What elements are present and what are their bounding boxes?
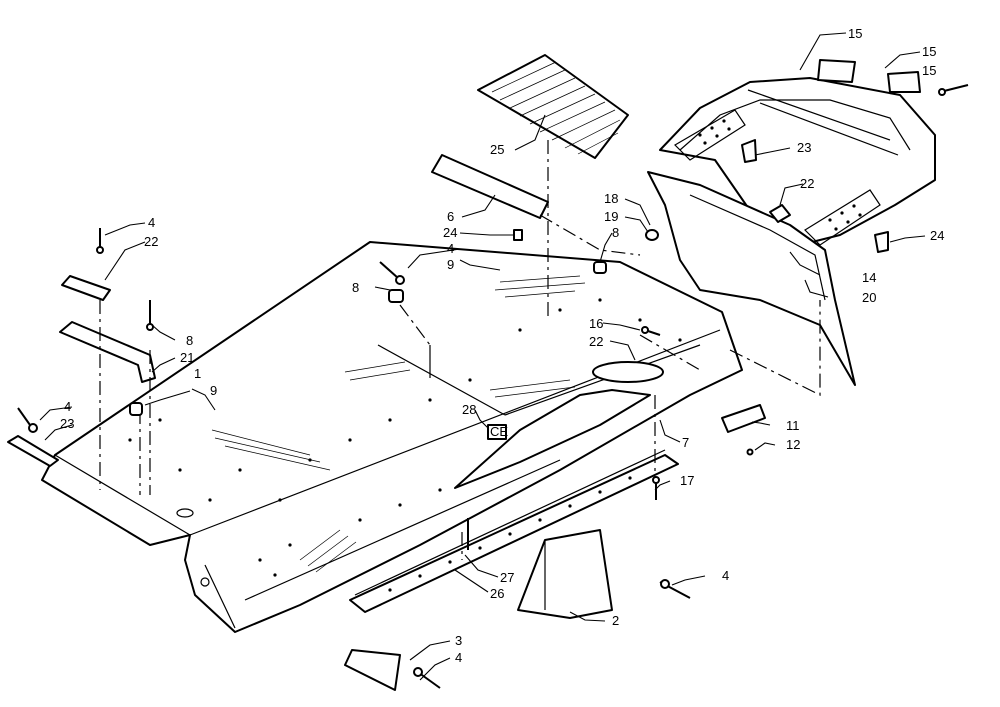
plate-22-lower: [7, 435, 59, 467]
callout-25: 25: [490, 142, 504, 157]
callout-4-d: 4: [722, 568, 729, 583]
callout-4-e: 4: [455, 650, 462, 665]
callout-14: 15: [922, 44, 936, 59]
callout-22-a: 22: [144, 234, 158, 249]
bumper-grip-left: [674, 109, 746, 161]
callout-15-a: 15: [922, 63, 936, 78]
callout-8-c: 9: [210, 383, 217, 398]
plate-3: [344, 649, 401, 691]
plate-mesh: [491, 61, 621, 155]
reinforcement-plate: [477, 54, 629, 159]
callout-17: 19: [604, 209, 618, 224]
callout-1: 1: [194, 366, 201, 381]
callout-4-b: 4: [447, 241, 454, 256]
bracket-2: [517, 529, 613, 619]
grille-10: [721, 404, 766, 433]
running-board: [349, 449, 679, 613]
callout-21: 22: [589, 334, 603, 349]
callout-13: 15: [848, 26, 862, 41]
tunnel-decal: [454, 389, 651, 489]
callout-23-b: 24: [930, 228, 944, 243]
bumper-clip-23b: [874, 231, 889, 253]
callout-8-a: 8: [352, 280, 359, 295]
callout-8-b: 8: [612, 225, 619, 240]
assembly-lines: [99, 140, 821, 560]
callout-labels: 15 15 15 25 23 22 18 19 6 24 4 9 8 24 14…: [60, 26, 944, 665]
callout-11: 12: [786, 437, 800, 452]
callout-26: 26: [490, 586, 504, 601]
tunnel-part: [41, 241, 743, 633]
callout-6: 7: [682, 435, 689, 450]
callout-24: 24: [443, 225, 457, 240]
callout-9: 9: [447, 257, 454, 272]
callout-19: 22: [800, 176, 814, 191]
callout-3: 3: [455, 633, 462, 648]
fasteners: [17, 59, 969, 689]
callout-12: 14: [862, 270, 876, 285]
tunnel-shading: [211, 275, 586, 573]
nut-19: [769, 204, 791, 223]
callout-20: 21: [180, 350, 194, 365]
logo-badge: [592, 361, 664, 383]
ce-badge: CE: [487, 424, 508, 440]
callout-5: 6: [447, 209, 454, 224]
callout-16: 18: [604, 191, 618, 206]
washer-16: [645, 229, 659, 241]
callout-15-b: 16: [589, 316, 603, 331]
callout-28: 28: [462, 402, 476, 417]
plate-22-upper: [61, 275, 111, 301]
callout-2: 2: [612, 613, 619, 628]
callout-15-c: 17: [680, 473, 694, 488]
callout-18: 20: [862, 290, 876, 305]
callout-27: 27: [500, 570, 514, 585]
callout-23-a: 23: [797, 140, 811, 155]
bumper-clip-23a: [741, 139, 757, 163]
callout-4-c: 4: [64, 399, 71, 414]
bracket-20: [59, 321, 156, 383]
callout-7: 8: [186, 333, 193, 348]
leader-lines: [39, 32, 926, 681]
bumper-grip-right: [804, 189, 881, 246]
callout-22-b: 23: [60, 416, 74, 431]
ce-mark: CE: [490, 424, 508, 439]
callout-10: 11: [786, 418, 800, 433]
callout-4-a: 4: [148, 215, 155, 230]
